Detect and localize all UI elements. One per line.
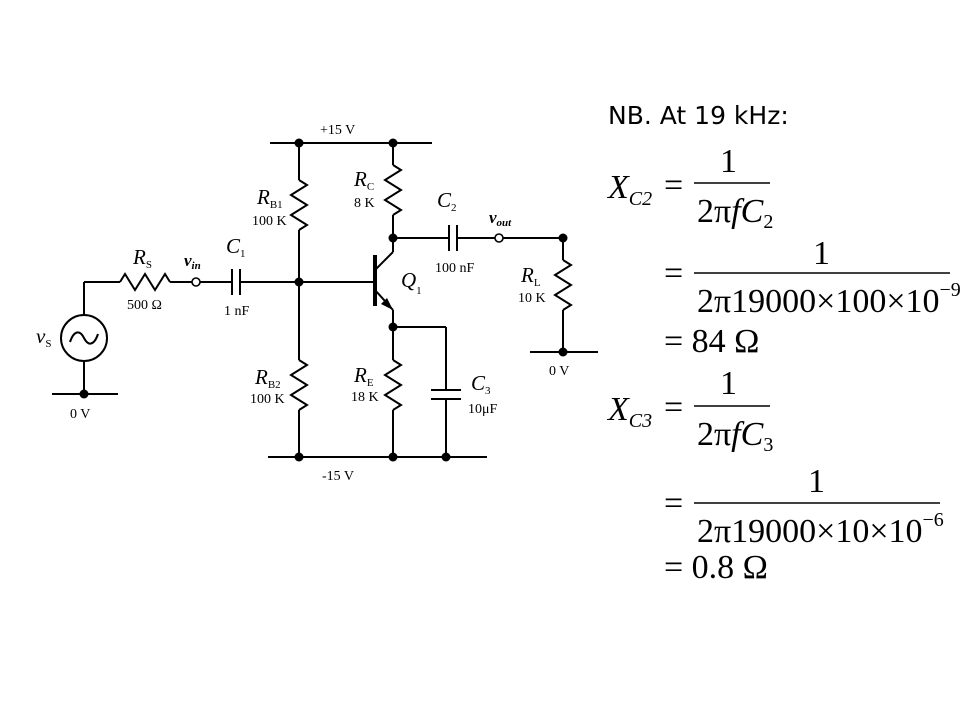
bottom-rail-label: -15 V <box>322 469 354 484</box>
xc2-result: = 84 Ω <box>664 323 759 360</box>
top-rail-label: +15 V <box>320 123 355 138</box>
re-value: 18 K <box>351 390 379 405</box>
re-label: RE <box>353 363 374 389</box>
xc2-l2-equals: = <box>664 255 683 292</box>
c1-capacitor <box>231 269 241 295</box>
sine-wave-icon <box>69 331 99 345</box>
c3-value: 10μF <box>468 402 498 417</box>
c1-label: C1 <box>226 234 246 260</box>
left-ground-label: 0 V <box>70 407 90 422</box>
vin-label: vin <box>184 251 201 272</box>
re-resistor <box>383 359 403 411</box>
xc2-lhs: XC2 <box>606 169 652 210</box>
xc2-l2-numerator: 1 <box>813 235 830 272</box>
rs-label: RS <box>132 245 152 271</box>
rb1-resistor <box>289 179 309 231</box>
vout-label: vout <box>489 208 512 229</box>
vs-label: vS <box>36 324 51 350</box>
q1-label: Q1 <box>401 268 422 297</box>
c2-label: C2 <box>437 188 457 214</box>
xc3-equals: = <box>664 389 683 426</box>
rb1-label: RB1 <box>256 185 283 211</box>
c2-capacitor <box>448 225 458 251</box>
rl-label: RL <box>520 263 541 289</box>
circuit-labels: +15 V -15 V 0 V 0 V RS 500 Ω vin C1 1 nF… <box>36 123 569 484</box>
junction-dots <box>79 138 568 462</box>
rc-resistor <box>383 164 403 216</box>
rs-value: 500 Ω <box>127 298 162 313</box>
rl-resistor <box>553 259 573 311</box>
c2-value: 100 nF <box>435 261 475 276</box>
xc3-l1-numerator: 1 <box>720 365 737 402</box>
c3-label: C3 <box>471 371 491 397</box>
xc2-equals: = <box>664 167 683 204</box>
circuit-wiring <box>52 138 598 462</box>
rc-label: RC <box>353 167 374 193</box>
note-heading: NB. At 19 kHz: <box>608 101 789 130</box>
xc3-l2-equals: = <box>664 485 683 522</box>
rs-resistor <box>119 272 171 292</box>
xc3-l1-denominator: 2πfC3 <box>697 416 773 456</box>
xc3-result: = 0.8 Ω <box>664 549 768 586</box>
xc3-l2-numerator: 1 <box>808 463 825 500</box>
xc2-l2-denominator: 2π19000×100×10−9 <box>697 279 960 320</box>
c3-capacitor <box>431 389 461 400</box>
q1-transistor <box>373 251 394 311</box>
right-ground-label: 0 V <box>549 364 569 379</box>
xc2-l1-numerator: 1 <box>720 143 737 180</box>
vin-terminal <box>191 277 201 287</box>
xc2-equation: XC2 = 1 2πfC2 = 1 2π19000×100×10−9 = 84 … <box>606 143 960 360</box>
c1-value: 1 nF <box>224 304 250 319</box>
rl-value: 10 K <box>518 291 546 306</box>
rb1-value: 100 K <box>252 214 287 229</box>
rb2-label: RB2 <box>254 365 281 391</box>
vout-terminal <box>494 233 504 243</box>
xc3-equation: XC3 = 1 2πfC3 = 1 2π19000×10×10−6 = 0.8 … <box>606 365 944 586</box>
rb2-value: 100 K <box>250 392 285 407</box>
xc2-l1-denominator: 2πfC2 <box>697 193 773 233</box>
xc3-l2-denominator: 2π19000×10×10−6 <box>697 509 944 550</box>
xc3-lhs: XC3 <box>606 391 652 432</box>
rc-value: 8 K <box>354 196 375 211</box>
rb2-resistor <box>289 359 309 411</box>
